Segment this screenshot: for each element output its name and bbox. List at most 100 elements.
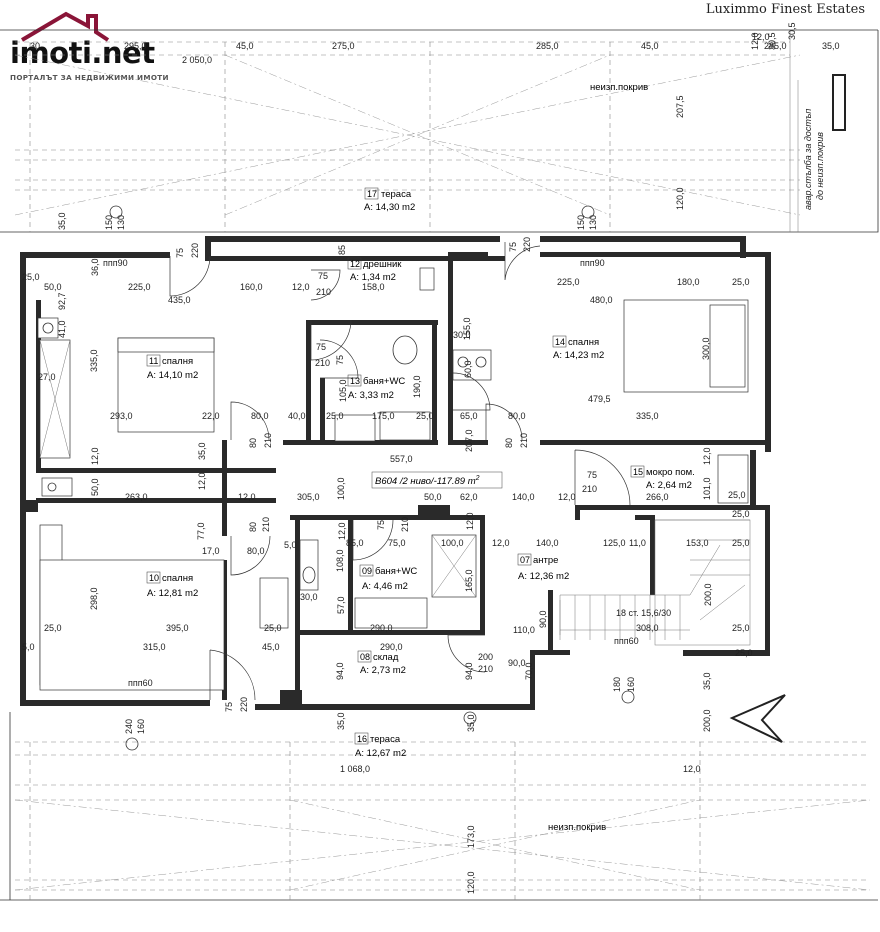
dimension-label: 30,5 <box>767 32 777 50</box>
room-12-label: 12 дрешник A: 1,34 m2 <box>347 257 402 283</box>
dimension-label: 100,0 <box>336 477 346 500</box>
roof-note-bottom: неизп.покрив <box>548 822 606 833</box>
dimension-label: антре <box>533 555 558 566</box>
dimension-label: 130 <box>588 215 598 230</box>
dimension-label: 25,0 <box>735 648 753 658</box>
dimension-label: 77,0 <box>196 522 206 540</box>
dimension-label: 75 <box>318 271 328 281</box>
dimension-label: 25,0 <box>22 272 40 282</box>
dimension-label: ппп60 <box>128 678 153 688</box>
dimension-label: 30,5 <box>787 22 797 40</box>
dimension-label: 35,0 <box>702 672 712 690</box>
dimension-label: 290,0 <box>380 642 403 652</box>
dimension-label: 35,0 <box>197 442 207 460</box>
dimension-label: 25,0 <box>728 490 746 500</box>
dimension-label: 25,0 <box>326 411 344 421</box>
dimension-label: 5,0 <box>284 540 297 550</box>
dimension-label: 07 <box>520 555 530 565</box>
dimension-label: 1 068,0 <box>340 764 370 774</box>
roof-outline <box>0 29 879 901</box>
dimension-label: спалня <box>162 573 193 584</box>
dimension-label: 100,0 <box>441 538 464 548</box>
dimension-label: A: 12,67 m2 <box>355 748 406 759</box>
dimension-label: 35,0 <box>57 212 67 230</box>
dimension-label: A: 12,36 m2 <box>518 571 569 582</box>
stairs-note: 18 ст. 15,6/30 <box>616 608 671 618</box>
terrace-drains <box>109 205 635 751</box>
dimension-label: A: 14,30 m2 <box>364 202 415 213</box>
dimension-label: 298,0 <box>89 587 99 610</box>
dimension-label: 10 <box>149 573 159 583</box>
dimension-label: 207,0 <box>464 429 474 452</box>
plan-notes: неизп.покрив неизп.покрив авар.стълба за… <box>548 82 825 833</box>
dimension-label: 80,0 <box>247 546 265 556</box>
dimension-label: 190,0 <box>412 375 422 398</box>
dimension-label: 12,0 <box>465 512 475 530</box>
dimension-label: 479,5 <box>588 394 611 404</box>
dimension-label: 62,0 <box>460 492 478 502</box>
dimension-label: 25,0 <box>732 509 750 519</box>
imoti-logo: imoti.net ПОРТАЛЪТ ЗА НЕДВИЖИМИ ИМОТИ <box>8 10 178 90</box>
imoti-wordmark: imoti.net <box>10 36 155 70</box>
dimension-label: 12,0 <box>492 538 510 548</box>
dimension-label: 70,0 <box>524 662 534 680</box>
dimension-label: 108,0 <box>335 549 345 572</box>
dimension-label: 315,0 <box>143 642 166 652</box>
dimension-label: 130 <box>116 215 126 230</box>
dimension-label: баня+WC <box>363 376 405 387</box>
dimension-label: 101,0 <box>702 477 712 500</box>
dimension-label: 210 <box>261 517 271 532</box>
dimension-label: 92,7 <box>57 292 67 310</box>
dimension-label: 75 <box>376 520 386 530</box>
dimension-label: 30 <box>30 41 40 51</box>
dimension-label: 220 <box>190 243 200 258</box>
dimension-label: 275,0 <box>332 41 355 51</box>
dimension-label: тераса <box>370 734 401 745</box>
dimension-label: 15 <box>633 467 643 477</box>
dimension-label: склад <box>373 652 399 663</box>
dimension-label: 40,0 <box>288 411 306 421</box>
staircase <box>559 519 751 646</box>
dimension-label: 210 <box>316 287 331 297</box>
dimension-label: 266,0 <box>646 492 669 502</box>
dimension-label: 153,0 <box>686 538 709 548</box>
dimension-label: 285,0 <box>764 41 787 51</box>
dimension-label: 12,0 <box>90 447 100 465</box>
dimension-label: 308,0 <box>636 623 659 633</box>
dimension-label: 12,0 <box>558 492 576 502</box>
room-16-label: 16 тераса A: 12,67 m2 <box>354 732 406 759</box>
dimension-label: 75 <box>316 342 326 352</box>
dimension-label: 225,0 <box>557 277 580 287</box>
dimension-label: 105,0 <box>338 379 348 402</box>
dimension-labels: 30 295,0 45,0 275,0 285,0 45,0 12,0 285,… <box>22 22 840 894</box>
dimension-label: 09 <box>362 566 372 576</box>
walls <box>20 236 771 710</box>
dimension-label: 200,0 <box>703 583 713 606</box>
dimension-label: 12,0 <box>197 472 207 490</box>
dimension-label: 480,0 <box>590 295 613 305</box>
dimension-label: спалня <box>162 356 193 367</box>
dimension-label: 155,0 <box>462 317 472 340</box>
dimension-label: 14 <box>555 337 565 347</box>
dimension-label: 180,0 <box>677 277 700 287</box>
ladder-note-2: до неизп.покрив <box>815 132 825 200</box>
room-09-label: 09 баня+WC A: 4,46 m2 <box>359 564 417 592</box>
dimension-label: 12 <box>350 259 360 269</box>
dimension-label: 435,0 <box>168 295 191 305</box>
dimension-label: 17,0 <box>202 546 220 556</box>
dimension-label: A: 3,33 m2 <box>348 390 394 401</box>
room-14-label: 14 спалня A: 14,23 m2 <box>552 335 604 361</box>
dimension-label: тераса <box>381 189 412 200</box>
dimension-label: 25,0 <box>732 277 750 287</box>
dimension-label: 165,0 <box>464 569 474 592</box>
dimension-label: 57,0 <box>336 596 346 614</box>
dimension-label: 12,0 <box>238 492 256 502</box>
doors <box>169 242 631 701</box>
dimension-label: 12,0 <box>752 32 770 42</box>
dimension-label: 80 <box>504 438 514 448</box>
dimension-label: 16 <box>357 734 367 744</box>
dimension-label: 75 <box>224 702 234 712</box>
wordmark-tld: .net <box>91 36 155 70</box>
dimension-label: 2 050,0 <box>182 55 212 65</box>
dimension-label: 80 <box>248 522 258 532</box>
